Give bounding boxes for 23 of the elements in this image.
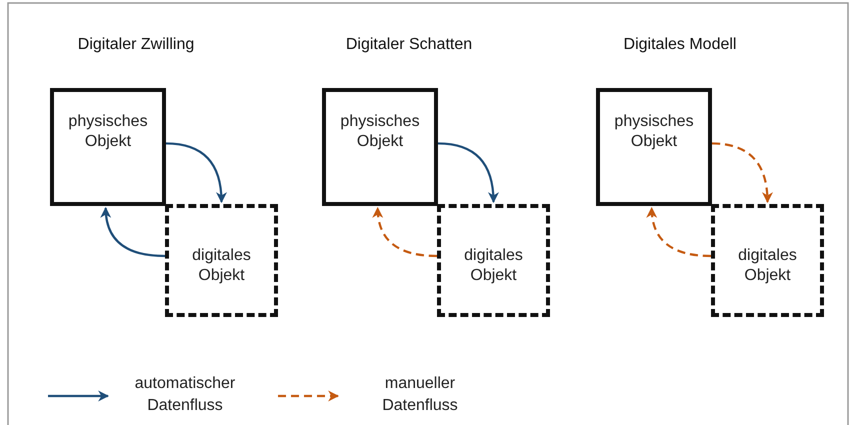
column-heading: Digitaler Zwilling xyxy=(78,36,194,54)
arrow xyxy=(438,142,499,204)
arrow xyxy=(372,206,438,258)
legend-label: manueller Datenfluss xyxy=(381,374,459,416)
dashed-object-box xyxy=(165,204,278,317)
arrow xyxy=(100,206,166,258)
node-label: physisches Objekt xyxy=(68,112,148,152)
dashed-object-box xyxy=(711,204,824,317)
dashed-object-box xyxy=(437,204,550,317)
arrow xyxy=(166,142,227,204)
object-box xyxy=(596,88,712,206)
column-heading: Digitales Modell xyxy=(624,36,736,54)
node-label: digitales Objekt xyxy=(463,246,524,286)
node-label: digitales Objekt xyxy=(191,246,252,286)
legend-label: automatischer Datenfluss xyxy=(134,374,236,416)
object-box xyxy=(322,88,438,206)
arrow xyxy=(646,206,712,258)
node-label: physisches Objekt xyxy=(340,112,420,152)
column-heading: Digitaler Schatten xyxy=(346,36,472,54)
object-box xyxy=(50,88,166,206)
node-label: physisches Objekt xyxy=(614,112,694,152)
node-label: digitales Objekt xyxy=(737,246,798,286)
arrow xyxy=(712,142,773,204)
